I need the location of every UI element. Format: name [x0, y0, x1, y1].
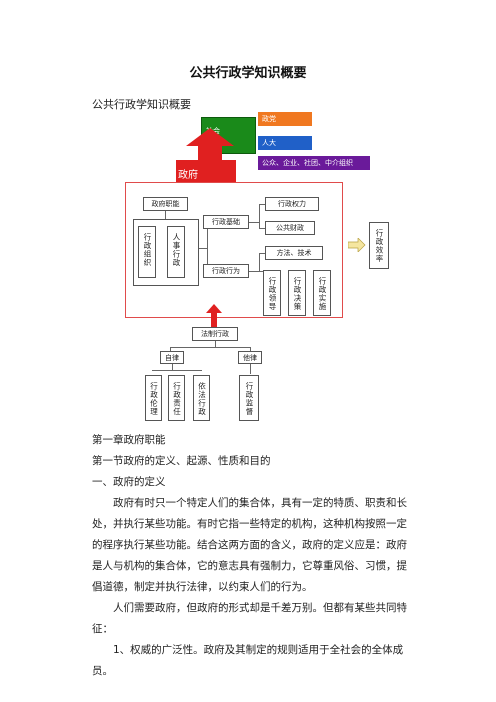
behavior-implementation: 行政实施 — [313, 270, 331, 316]
self-responsibility: 行政责任 — [168, 375, 185, 421]
admin-behavior-box: 行政行为 — [203, 264, 249, 278]
self-lawful: 依法行政 — [193, 375, 210, 421]
functions-box: 政府职能 — [143, 197, 188, 211]
section-heading: 第一节政府的定义、起源、性质和目的 — [92, 455, 271, 467]
methods-box: 方法、技术 — [265, 246, 323, 260]
government-label: 政府 — [178, 170, 198, 181]
public-finance-box: 公共财政 — [265, 221, 315, 235]
paragraph-features: 人们需要政府，但政府的形式却是千差万别。但都有某些共同特征： — [92, 602, 407, 635]
subsection-heading: 一、政府的定义 — [92, 476, 166, 488]
paragraph-authority: 1、权威的广泛性。政府及其制定的规则适用于全社会的全体成员。 — [92, 644, 404, 677]
government-frame — [125, 182, 343, 318]
other-supervision: 行政监督 — [239, 375, 259, 421]
admin-power-box: 行政权力 — [265, 197, 319, 211]
bar-party: 政党 — [258, 112, 312, 126]
other-discipline-box: 他律 — [238, 351, 262, 364]
func-personnel: 人事行政 — [167, 226, 185, 278]
rule-of-law-box: 法制行政 — [192, 327, 238, 341]
rule-of-law-arrow — [206, 304, 222, 328]
page-subtitle: 公共行政学知识概要 — [92, 98, 191, 111]
self-ethics: 行政伦理 — [145, 375, 162, 421]
page-title: 公共行政学知识概要 — [189, 66, 307, 81]
func-admin-org: 行政组织 — [138, 226, 156, 278]
government-arrow — [176, 128, 236, 182]
chapter-heading: 第一章政府职能 — [92, 434, 166, 446]
bar-congress: 人大 — [258, 136, 312, 150]
self-discipline-box: 自律 — [160, 351, 184, 364]
efficiency-box: 行政效率 — [369, 222, 389, 269]
behavior-decision: 行政决策 — [288, 270, 306, 316]
behavior-leadership: 行政领导 — [263, 270, 281, 316]
bar-public: 公众、企业、社团、中介组织 — [258, 156, 370, 170]
efficiency-arrow — [348, 238, 366, 252]
admin-basis-box: 行政基础 — [203, 215, 249, 229]
paragraph-definition: 政府有时只一个特定人们的集合体，具有一定的特质、职责和长处，并执行某些功能。有时… — [92, 497, 407, 593]
